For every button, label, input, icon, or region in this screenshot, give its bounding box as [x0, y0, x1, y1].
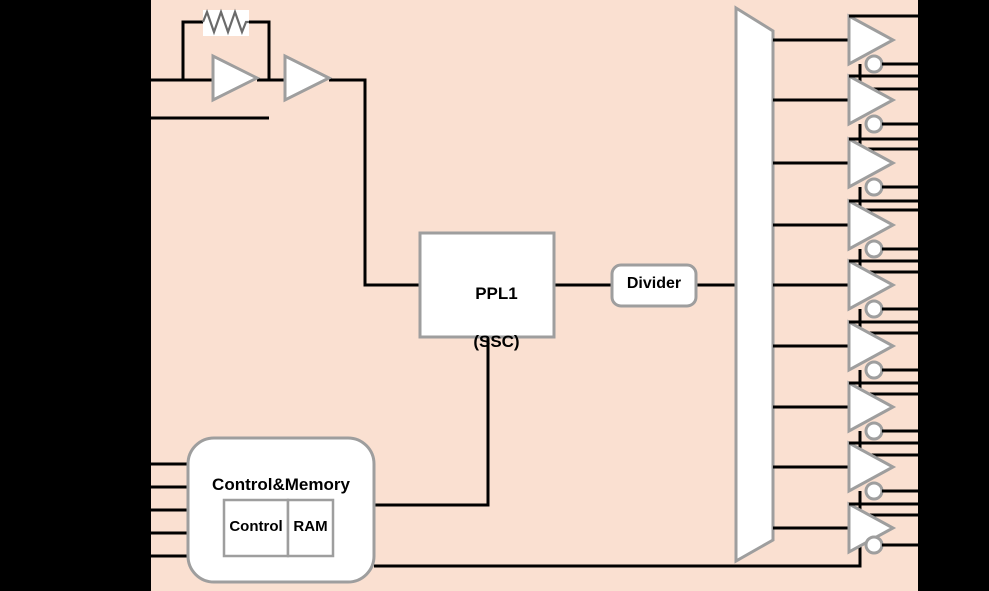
inverting-bubble-3 [864, 177, 884, 197]
buffer-triangle-1 [847, 13, 897, 67]
output-buffer-1[interactable] [773, 13, 989, 91]
output-buffer-9[interactable] [773, 501, 989, 555]
output-stage [773, 13, 989, 555]
wire-group-oscillator [151, 20, 420, 287]
output-buffer-3[interactable] [773, 136, 989, 212]
inverting-bubble-2 [864, 114, 884, 134]
inverting-bubble-8 [864, 481, 884, 501]
inverting-bubble-7 [864, 421, 884, 441]
inverting-bubble-9 [864, 535, 884, 555]
buffer-triangle-6 [847, 319, 897, 373]
divider-label: Divider [626, 275, 682, 292]
output-buffer-6[interactable] [773, 319, 989, 396]
divider-block[interactable] [610, 263, 698, 308]
oscillator-stage [201, 8, 333, 103]
inverting-bubble-6 [864, 360, 884, 380]
ram-label: RAM [293, 518, 328, 535]
wire-feedback-left [181, 20, 203, 80]
control-memory-label: Control&Memory [212, 475, 350, 494]
buffer-triangle-2 [847, 73, 897, 127]
wire-pll-to-ctrlmem [374, 337, 490, 507]
pll1-label-line1: PPL1 [475, 284, 518, 303]
buffer-triangle-5 [847, 258, 897, 312]
wire-feedback-right [249, 20, 271, 80]
buffer-triangle-4 [847, 198, 897, 252]
ram-subblock[interactable] [286, 498, 335, 558]
pll1-label-line2: (SSC) [473, 332, 520, 351]
inverting-bubble-4 [864, 239, 884, 259]
clock-mux[interactable] [734, 5, 775, 564]
output-buffer-2[interactable] [773, 73, 989, 151]
block-shapes [186, 231, 698, 584]
resistor-icon[interactable] [201, 8, 249, 36]
inverting-bubble-1 [864, 54, 884, 74]
pll1-block[interactable] [418, 231, 556, 339]
pll1-label: PPL1 (SSC) [420, 258, 554, 378]
wire-amp2-to-pll [329, 78, 420, 287]
buffer-triangle-8 [847, 440, 897, 494]
output-buffer-5[interactable] [773, 258, 989, 335]
amplifier-icon-1[interactable] [211, 53, 261, 103]
buffer-triangle-3 [847, 136, 897, 190]
control-label: Control [229, 518, 283, 535]
wire-ctrlmem-bus [374, 545, 862, 568]
buffer-triangle-7 [847, 380, 897, 434]
inverting-bubble-5 [864, 299, 884, 319]
amplifier-icon-2[interactable] [283, 53, 333, 103]
